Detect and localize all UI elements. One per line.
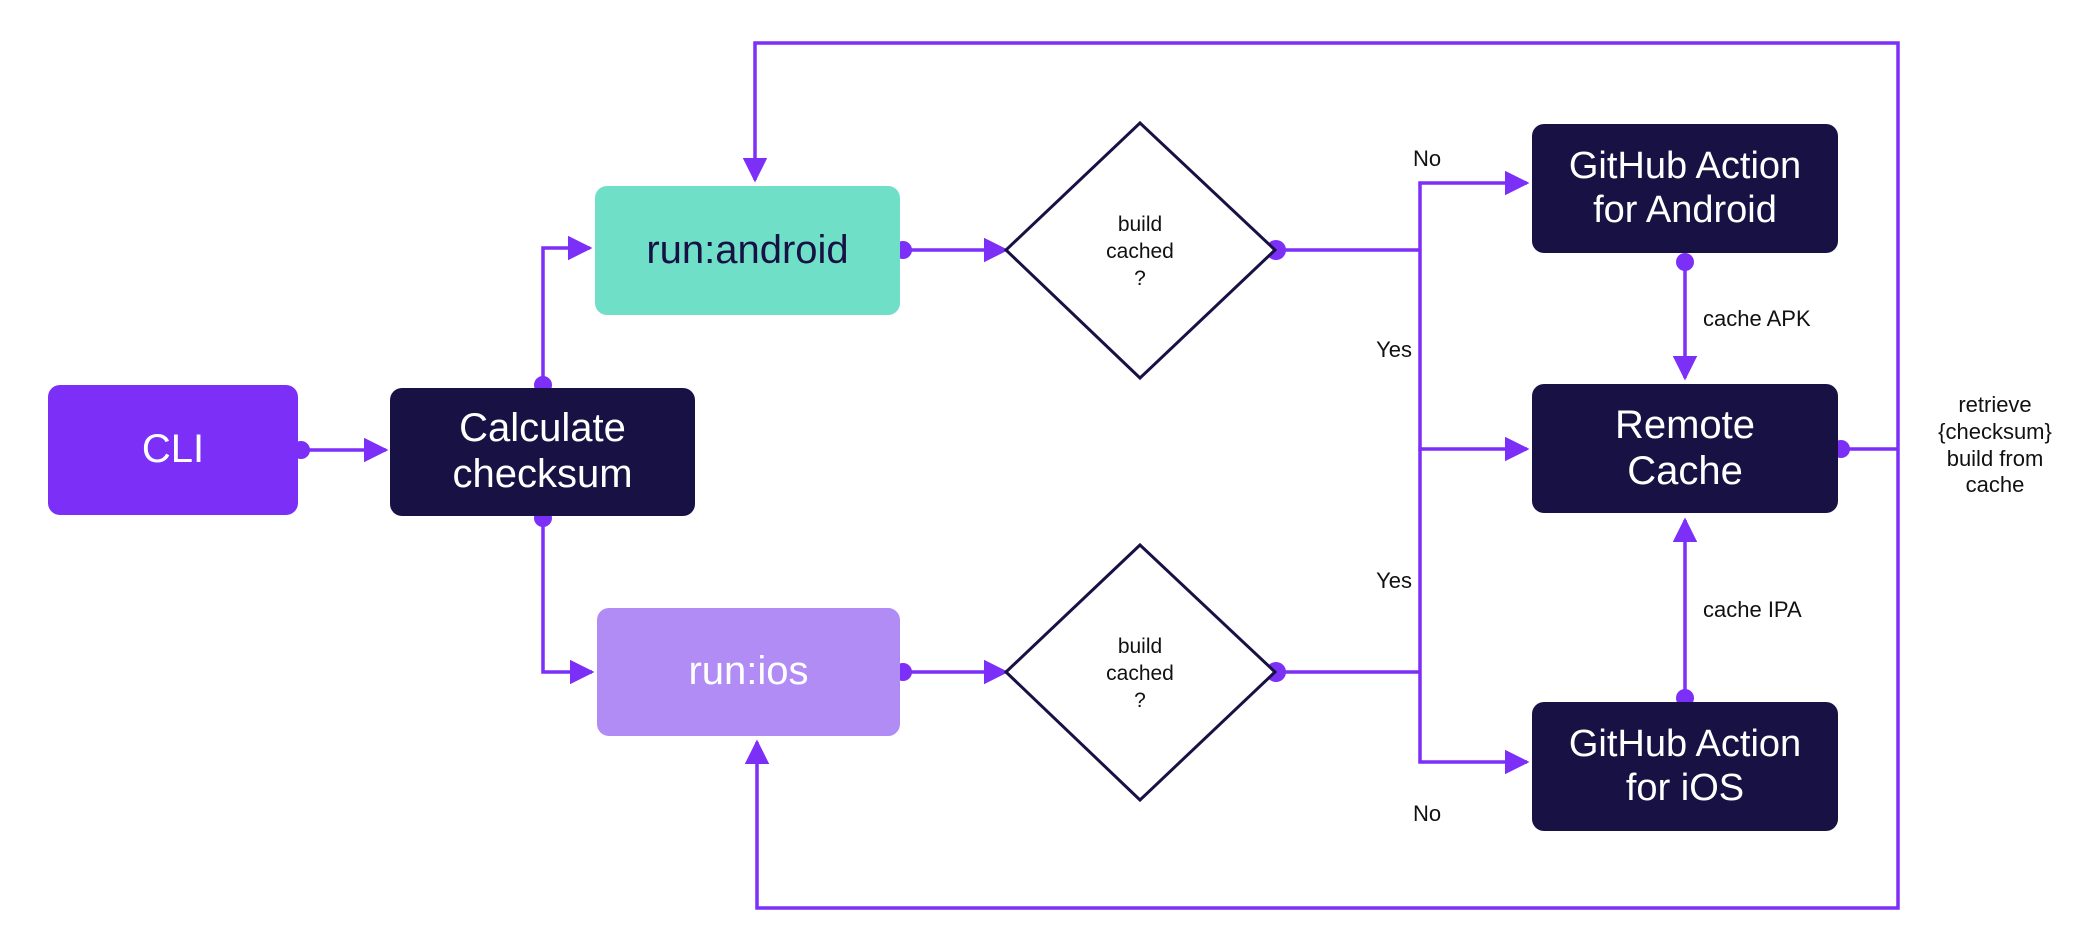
edge-android-yes-to-remote-cache (1418, 250, 1530, 462)
decision-diamond-android (1003, 120, 1278, 381)
node-run-ios[interactable]: run:ios (597, 608, 900, 736)
edge-loop-back-to-run-ios (744, 449, 1900, 910)
node-github-action-ios[interactable]: GitHub Action for iOS (1532, 702, 1838, 831)
edge-checksum-to-run-ios (541, 518, 595, 685)
edge-label-cache-ipa: cache IPA (1703, 597, 1802, 622)
node-cli[interactable]: CLI (48, 385, 298, 515)
node-run-android[interactable]: run:android (595, 186, 900, 315)
edge-loop-back-to-run-android (742, 41, 1900, 449)
edge-ios-no-to-gha (1418, 672, 1530, 775)
edge-label-retrieve-build: retrieve {checksum} build from cache (1938, 392, 2052, 498)
node-remote-cache[interactable]: Remote Cache (1532, 384, 1838, 513)
edge-checksum-to-run-android (541, 235, 593, 385)
edge-dot-gha-android-bottom (1676, 253, 1694, 271)
edge-label-cache-apk: cache APK (1703, 306, 1811, 331)
node-github-action-android[interactable]: GitHub Action for Android (1532, 124, 1838, 253)
edge-android-no-to-gha (1418, 170, 1530, 250)
edge-label-yes-android: Yes (1376, 337, 1412, 362)
node-calculate-checksum[interactable]: Calculate checksum (390, 388, 695, 516)
decision-label-android: build cached ? (1106, 213, 1174, 290)
edge-label-no-android: No (1413, 146, 1442, 171)
edge-label-yes-ios: Yes (1376, 568, 1412, 593)
decision-label-ios: build cached ? (1106, 635, 1174, 712)
edge-label-no-ios: No (1413, 801, 1442, 826)
decision-diamond-ios (1003, 542, 1278, 803)
